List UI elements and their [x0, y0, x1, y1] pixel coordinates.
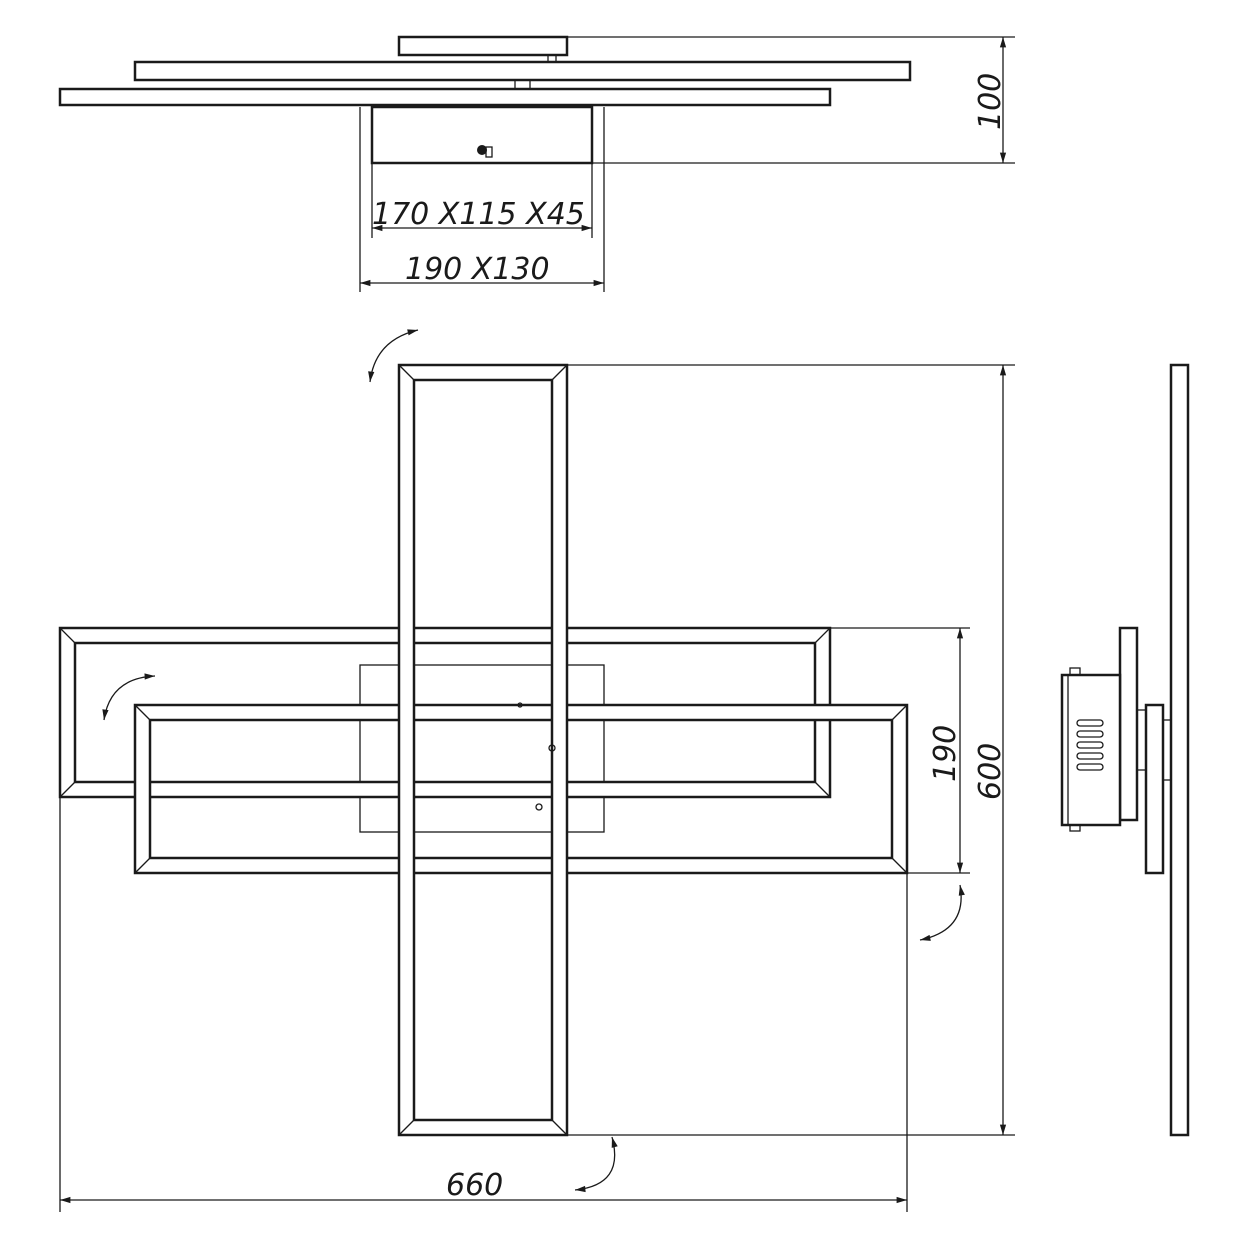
rotate-arrow-icon — [102, 673, 156, 721]
vent-slots — [1076, 719, 1104, 771]
dim-width-190: 190 — [928, 725, 963, 782]
plan-view: 600 190 660 — [58, 329, 1015, 1212]
lower-plate — [58, 87, 832, 107]
side-view — [1060, 363, 1190, 1137]
top-plate — [397, 35, 569, 57]
canopy — [359, 664, 605, 833]
side-canopy — [1060, 673, 1122, 827]
rotate-arrow-icon — [919, 884, 965, 941]
side-plate-long — [1169, 363, 1190, 1137]
frame-vertical — [397, 363, 569, 1137]
dim-box-outer: 190 X130 — [405, 252, 550, 287]
side-plate-front — [1144, 703, 1165, 875]
dim-box-inner: 170 X115 X45 — [372, 197, 585, 232]
side-plate-mid — [1118, 626, 1139, 822]
rotate-arrow-icon — [368, 329, 419, 383]
rotate-arrow-icon — [574, 1136, 618, 1193]
middle-plate — [133, 60, 912, 82]
elevation-view: 100 170 X115 X45 190 X130 — [58, 35, 1015, 292]
dim-width-660: 660 — [446, 1168, 503, 1203]
dim-height-100: 100 — [973, 73, 1008, 130]
dim-height-600: 600 — [973, 743, 1008, 800]
